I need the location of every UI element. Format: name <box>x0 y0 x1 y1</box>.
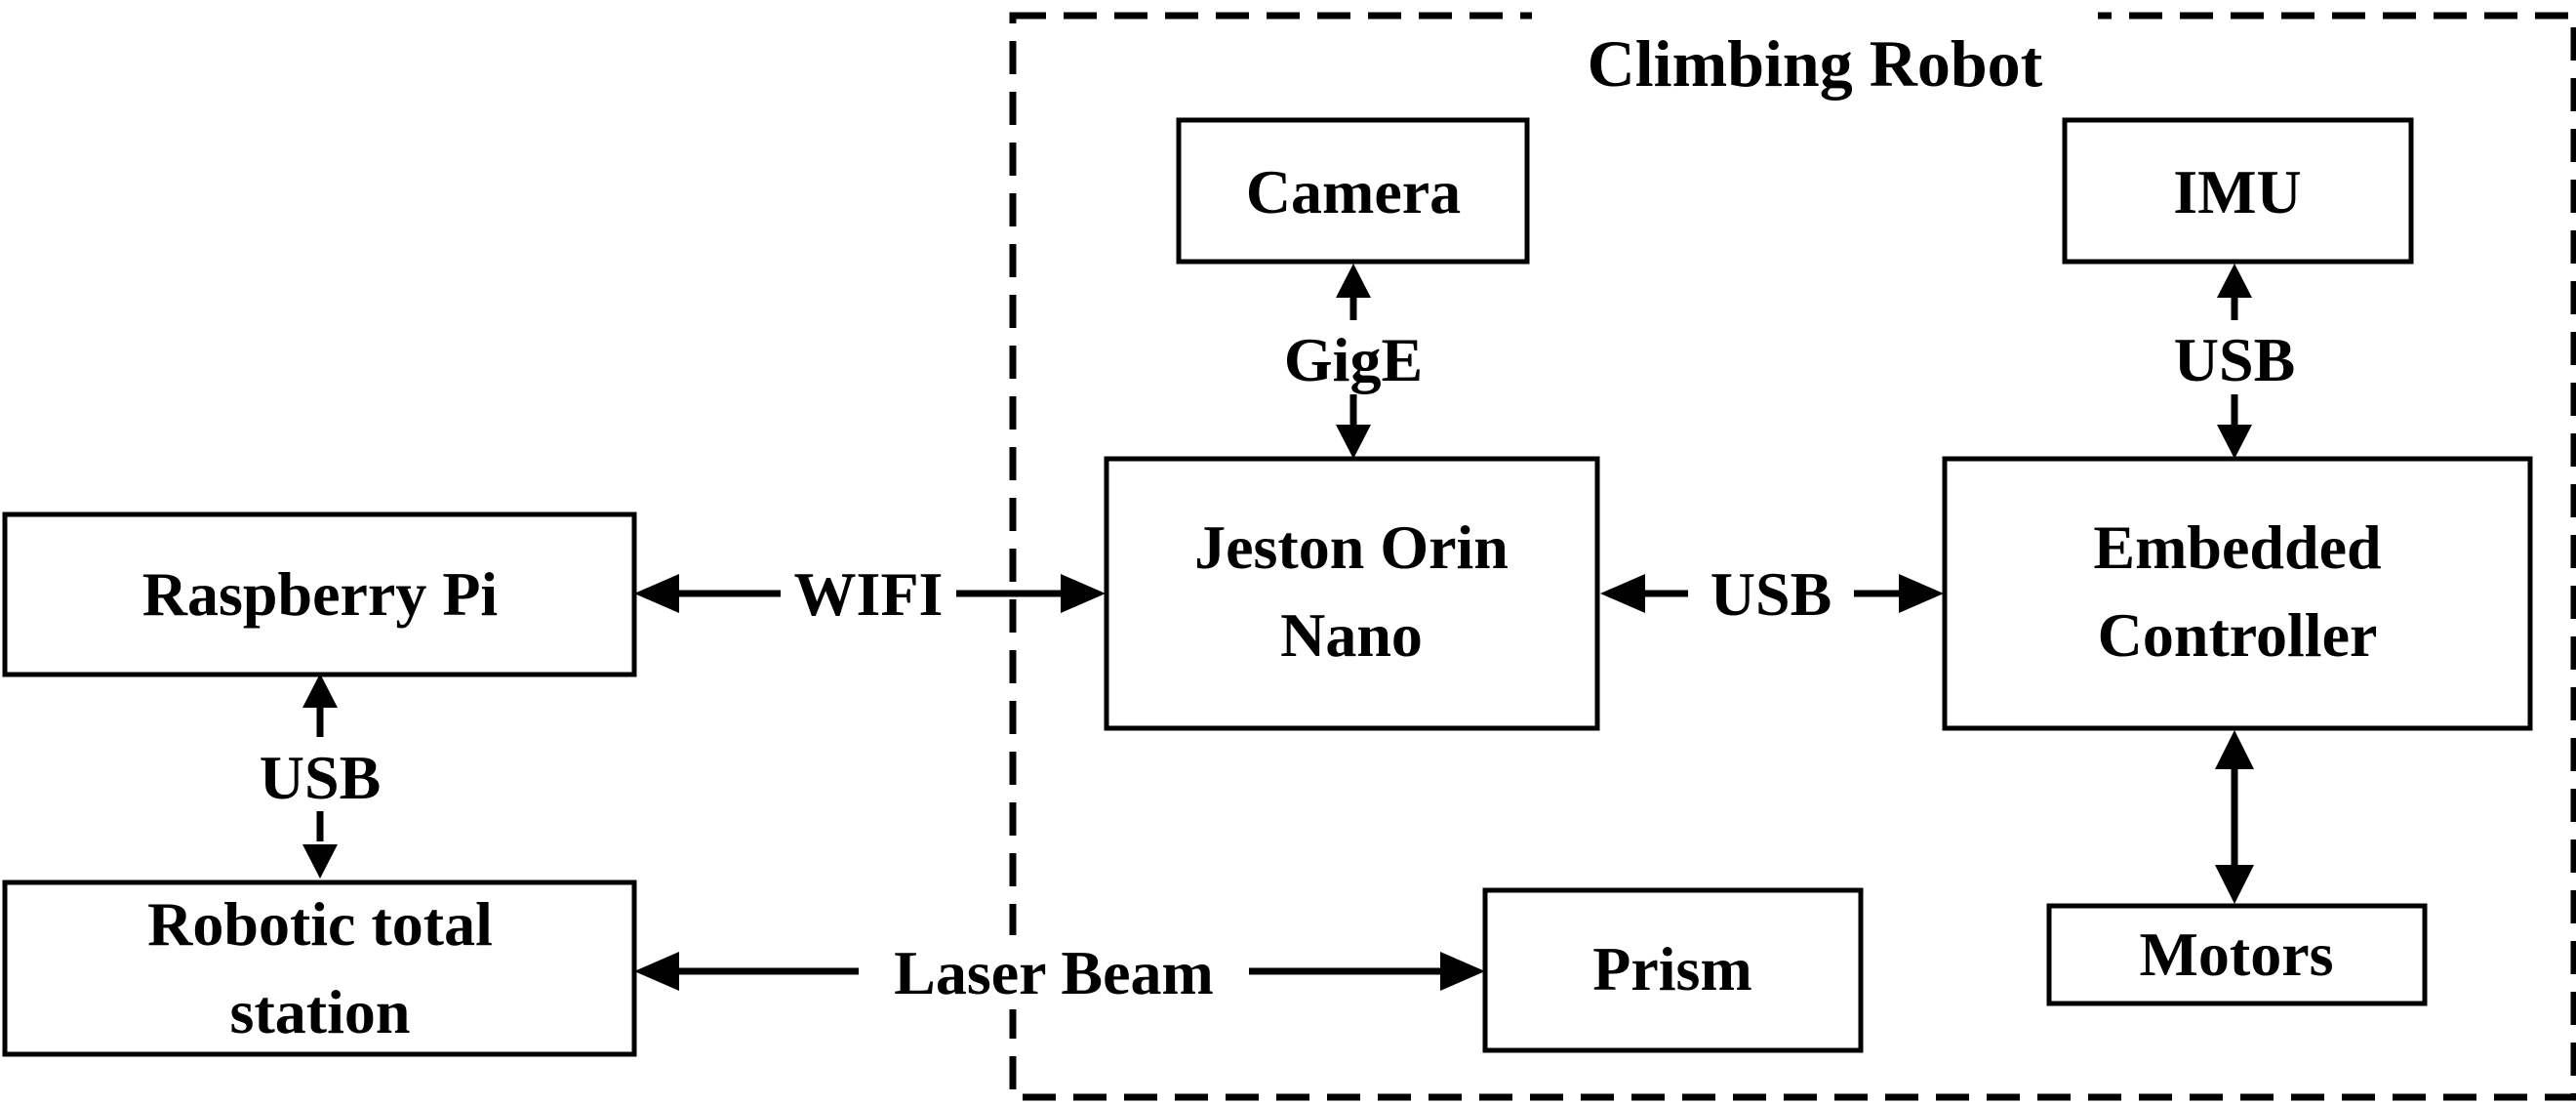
controller-motors-arrow-up <box>2215 730 2254 769</box>
pi-station-arrow-up <box>302 674 338 708</box>
prism-label: Prism <box>1592 934 1752 1003</box>
robotic-total-station-label-line2: station <box>230 977 411 1046</box>
embedded-controller-node: Embedded Controller <box>1942 456 2533 731</box>
motors-node: Motors <box>2046 903 2428 1006</box>
imu-usb-arrow-up <box>2217 264 2252 298</box>
climbing-robot-title: Climbing Robot <box>1588 26 2043 101</box>
motors-label: Motors <box>2139 920 2333 989</box>
climbing-robot-group: Climbing Robot <box>1009 0 2576 1101</box>
connection-labels: WIFI USB GigE USB USB Laser Beam <box>234 320 2320 1009</box>
wifi-label: WIFI <box>794 559 944 629</box>
jetson-orin-nano-label-line1: Jeston Orin <box>1194 512 1509 582</box>
jetson-controller-usb-label: USB <box>1711 559 1832 629</box>
jetson-controller-arrow-right <box>1899 574 1944 613</box>
raspberry-pi-node: Raspberry Pi <box>2 512 637 677</box>
wifi-arrow-left <box>634 574 679 613</box>
pi-station-usb-label: USB <box>260 743 382 812</box>
imu-usb-label: USB <box>2174 325 2296 394</box>
imu-usb-arrow-down <box>2217 425 2252 459</box>
gige-arrow-up <box>1336 264 1371 298</box>
wifi-arrow-right <box>1061 574 1106 613</box>
jetson-orin-nano-node: Jeston Orin Nano <box>1104 456 1600 731</box>
controller-motors-arrow-down <box>2215 865 2254 904</box>
imu-node: IMU <box>2062 117 2414 265</box>
jetson-orin-nano-label-line2: Nano <box>1280 600 1423 670</box>
prism-node: Prism <box>1482 887 1864 1053</box>
camera-label: Camera <box>1246 157 1461 226</box>
camera-node: Camera <box>1176 117 1530 265</box>
pi-station-arrow-down <box>302 844 338 879</box>
laser-beam-label: Laser Beam <box>894 938 1214 1007</box>
embedded-controller-label-line2: Controller <box>2098 600 2378 670</box>
laser-beam-arrow-left <box>634 952 679 991</box>
raspberry-pi-label: Raspberry Pi <box>142 559 498 629</box>
imu-label: IMU <box>2173 157 2302 226</box>
robotic-total-station-node: Robotic total station <box>2 880 637 1057</box>
jetson-controller-arrow-left <box>1600 574 1645 613</box>
laser-beam-arrow-right <box>1440 952 1485 991</box>
embedded-controller-label-line1: Embedded <box>2093 512 2381 582</box>
gige-label: GigE <box>1284 325 1423 394</box>
gige-arrow-down <box>1336 425 1371 459</box>
robotic-total-station-label-line1: Robotic total <box>147 889 493 959</box>
